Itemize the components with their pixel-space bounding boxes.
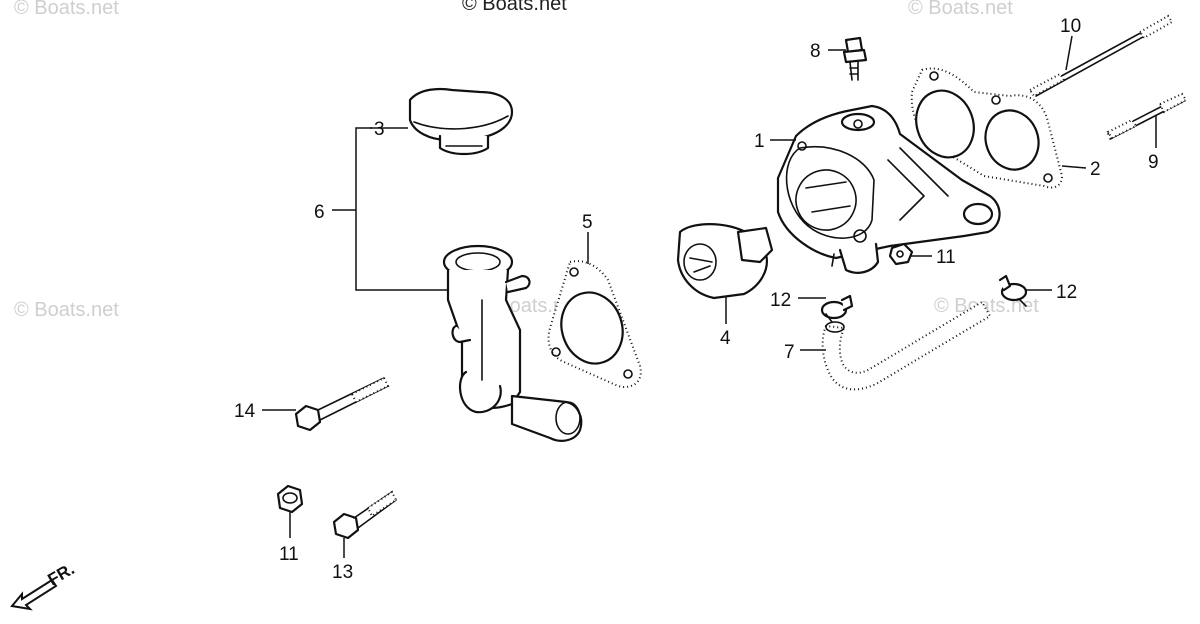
callout-5: 5 (582, 212, 593, 233)
callout-8: 8 (810, 41, 821, 62)
part-gasket-2 (910, 67, 1064, 189)
callout-9: 9 (1148, 152, 1159, 173)
watermark-top-left: © Boats.net (14, 0, 119, 19)
watermark-left: © Boats.net (14, 299, 119, 321)
part-nut-11-upper (888, 242, 914, 266)
watermark-top-center: © Boats.net (462, 0, 567, 15)
callout-11-upper: 11 (936, 247, 956, 268)
part-clamp-12-right (998, 274, 1028, 307)
callout-10: 10 (1060, 16, 1081, 37)
callout-1: 1 (754, 131, 765, 152)
callout-7: 7 (784, 342, 795, 363)
callout-3: 3 (374, 119, 385, 140)
part-bleed-bolt (842, 36, 868, 81)
part-stud-9 (1106, 92, 1188, 140)
part-water-outlet (442, 244, 583, 442)
callout-12-right: 12 (1056, 282, 1077, 303)
assembly-bracket (355, 127, 452, 291)
leader-2 (1061, 165, 1087, 169)
front-direction-indicator: FR. (10, 559, 78, 611)
part-thermostat (676, 223, 774, 300)
callout-11-lower: 11 (279, 544, 299, 565)
part-bolt-14 (294, 376, 390, 432)
callout-13: 13 (332, 562, 353, 583)
part-bypass-hose (821, 300, 992, 391)
callout-14: 14 (234, 401, 256, 422)
part-bolt-13 (332, 490, 398, 540)
leader-10 (1065, 35, 1073, 71)
callout-4: 4 (720, 328, 731, 349)
part-stud-10 (1028, 14, 1174, 98)
part-gasket-5 (547, 260, 642, 388)
part-clamp-12-left (820, 294, 854, 323)
callout-6: 6 (314, 202, 325, 223)
part-radiator-cap (408, 87, 514, 156)
callout-2: 2 (1090, 159, 1101, 180)
part-nut-11-lower (276, 484, 304, 514)
watermark-top-right: © Boats.net (908, 0, 1013, 19)
callout-12-left: 12 (770, 290, 791, 311)
part-thermostat-housing (776, 104, 1001, 274)
